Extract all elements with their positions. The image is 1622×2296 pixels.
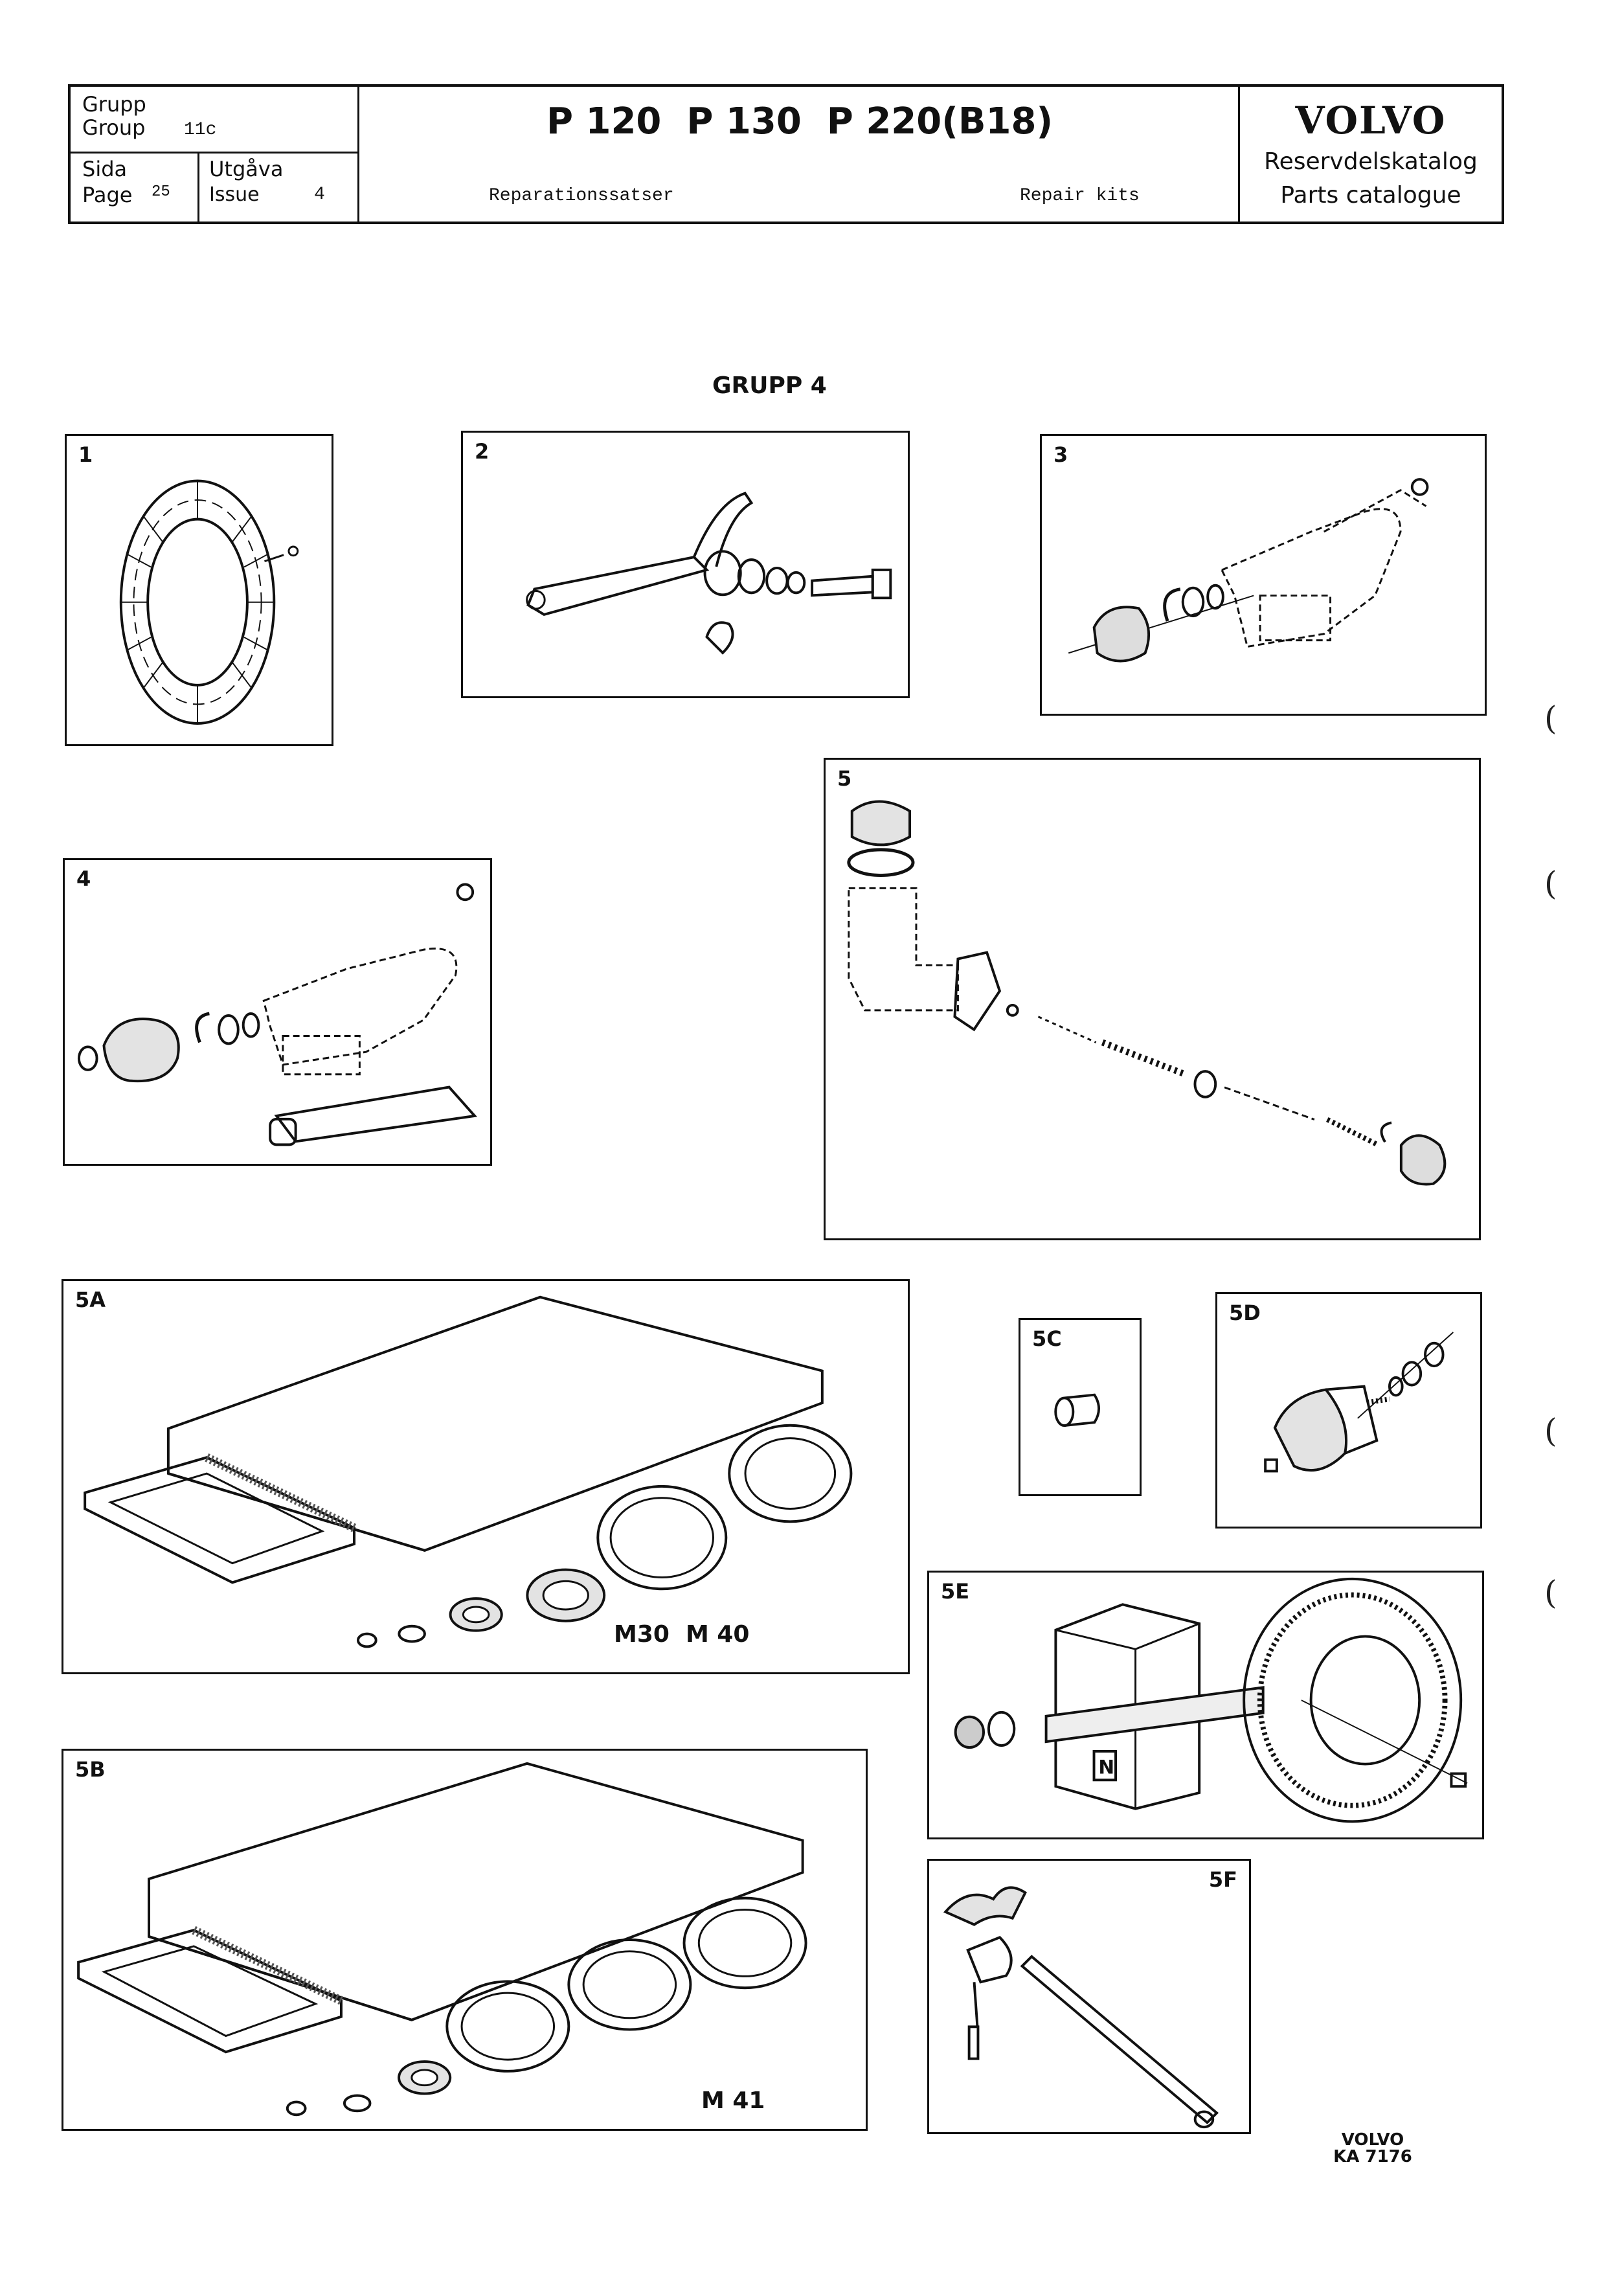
- panel-4-cylinder-kit: 4: [63, 858, 492, 1166]
- panel-number: 4: [76, 867, 91, 891]
- issue-label-sv: Utgåva: [209, 157, 284, 181]
- panel-number: 5: [837, 766, 852, 791]
- ring-pinion-drawing: N: [954, 1577, 1468, 1823]
- catalog-sv: Reservdelskatalog: [1264, 148, 1478, 175]
- panel-5c-bushing: 5C: [1019, 1318, 1142, 1496]
- panel-5b-gasket-kit: 5B M 41: [62, 1749, 868, 2131]
- panel-2-release-fork: 2: [461, 431, 910, 698]
- header-block: Grupp Group 11c Sida Page 25 Utgåva Issu…: [68, 84, 1504, 224]
- margin-mark: (: [1544, 1412, 1557, 1449]
- divider: [71, 152, 359, 153]
- panel-5f-shift-fork: 5F: [927, 1859, 1251, 2134]
- panel-number: 1: [78, 442, 93, 467]
- page-label-en: Page: [82, 183, 133, 207]
- footer-brand: VOLVO: [1341, 2130, 1404, 2150]
- panel-number: 3: [1053, 442, 1068, 467]
- subtitle-sv: Reparationssatser: [489, 186, 674, 206]
- page-label-sv: Sida: [82, 157, 128, 181]
- slave-cylinder-drawing: [1068, 478, 1429, 663]
- bushing-drawing: [1054, 1393, 1100, 1427]
- group-value: 11c: [184, 120, 217, 140]
- catalog-en: Parts catalogue: [1280, 182, 1461, 209]
- master-cylinder-drawing: [847, 800, 1447, 1186]
- gasket-kit-5b-drawing: [77, 1762, 807, 2117]
- panel-number: 5F: [1208, 1867, 1237, 1892]
- footer-code: KA 7176: [1333, 2147, 1412, 2166]
- panel-number: 5E: [941, 1579, 970, 1604]
- panel-number: 2: [475, 439, 490, 464]
- panel-5-master-cylinder: 5: [824, 758, 1481, 1240]
- divider: [197, 152, 199, 222]
- panel-number: 5B: [75, 1757, 106, 1782]
- page-value: 25: [152, 183, 170, 201]
- header-brand-cell: VOLVO Reservdelskatalog Parts catalogue: [1240, 87, 1502, 222]
- models-title: P 120 P 130 P 220(B18): [546, 100, 1053, 142]
- issue-value: 4: [314, 185, 325, 205]
- subtitle-en: Repair kits: [1020, 186, 1140, 206]
- gasket-kit-5a-drawing: [84, 1295, 853, 1648]
- margin-mark: (: [1544, 1574, 1557, 1611]
- group-label-en: Group: [82, 115, 146, 140]
- group-label-sv: Grupp: [82, 92, 146, 117]
- cylinder-5d-drawing: [1264, 1332, 1454, 1473]
- shift-fork-drawing: [943, 1886, 1219, 2129]
- brand-logo: VOLVO: [1295, 98, 1447, 142]
- panel-1-clutch-disc: 1: [65, 434, 333, 746]
- panel-number: 5C: [1032, 1326, 1062, 1351]
- panel-number: 5A: [75, 1288, 106, 1312]
- applicable-models-label: M 41: [701, 2087, 765, 2114]
- panel-5d-cylinder: 5D: [1215, 1292, 1482, 1529]
- section-title: GRUPP 4: [712, 372, 827, 399]
- panel-number: 5D: [1229, 1301, 1261, 1325]
- applicable-models-label: M30 M 40: [614, 1621, 750, 1648]
- margin-mark: (: [1544, 865, 1557, 902]
- panel-3-slave-cylinder: 3: [1040, 434, 1487, 716]
- header-group-page-cell: Grupp Group 11c Sida Page 25 Utgåva Issu…: [71, 87, 359, 222]
- clutch-disc-drawing: [119, 479, 299, 725]
- box-stamp-text: N: [1098, 1756, 1114, 1778]
- issue-label-en: Issue: [209, 183, 260, 206]
- release-fork-drawing: [526, 492, 892, 655]
- margin-mark: (: [1544, 699, 1557, 737]
- header-title-cell: P 120 P 130 P 220(B18) Reparationssatser…: [359, 87, 1240, 222]
- cylinder-kit-drawing: [77, 883, 478, 1146]
- panel-5e-ring-pinion: 5E N: [927, 1571, 1484, 1839]
- panel-5a-gasket-kit: 5A M30 M 40: [62, 1279, 910, 1674]
